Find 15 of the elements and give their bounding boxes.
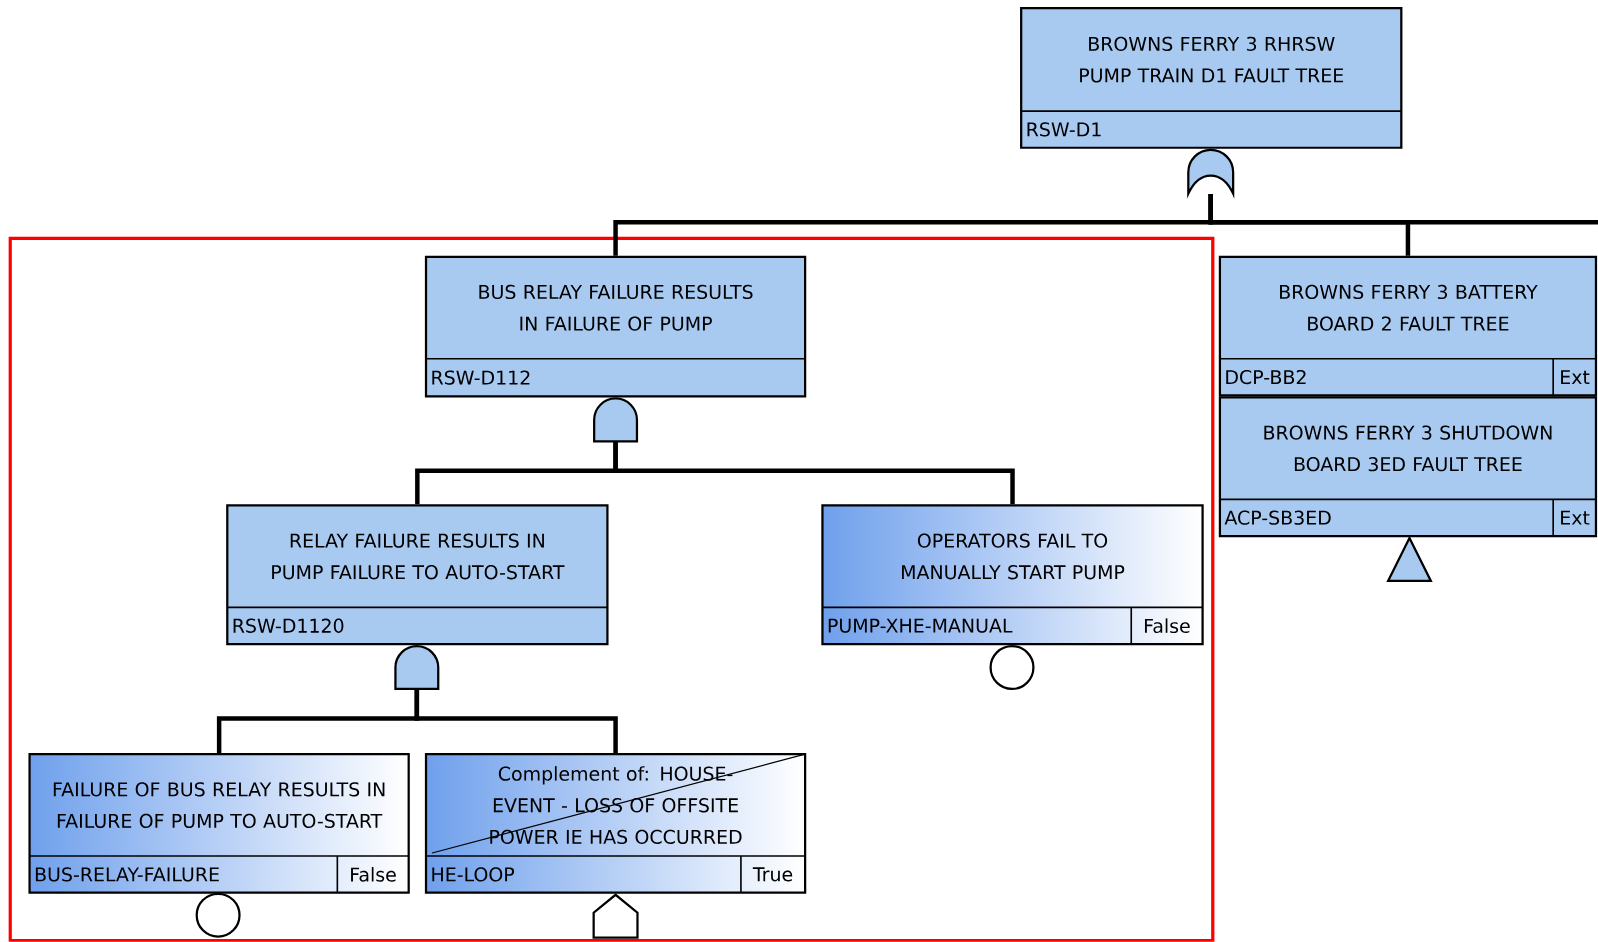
event-box: BROWNS FERRY 3 BATTERY BOARD 2 FAULT TREE DCP-BB2 Ext: [1218, 255, 1598, 397]
connector-line: [414, 689, 618, 754]
and-gate: [394, 645, 440, 691]
connector-line: [1208, 194, 1598, 225]
connector-line: [613, 441, 1015, 505]
event-box: BROWNS FERRY 3 RHRSW PUMP TRAIN D1 FAULT TREE RSW-D1: [1020, 7, 1403, 150]
basic-event-circle: [989, 645, 1035, 691]
event-box: FAILURE OF BUS RELAY RESULTS IN FAILURE OF PUMP TO AUTO-START BUS-RELAY-FAILURE False: [28, 753, 410, 895]
house-event-symbol: [592, 893, 639, 939]
event-box: BROWNS FERRY 3 SHUTDOWN BOARD 3ED FAULT TREE ACP-SB3ED Ext: [1218, 396, 1598, 538]
basic-event-circle: [195, 892, 241, 938]
event-box: BUS RELAY FAILURE RESULTS IN FAILURE OF PUMP RSW-D112: [424, 255, 807, 398]
event-box: OPERATORS FAIL TO MANUALLY START PUMP PUMP-XHE-MANUAL False: [821, 504, 1204, 646]
event-box: RELAY FAILURE RESULTS IN PUMP FAILURE TO AUTO-START RSW-D1120: [226, 504, 609, 646]
and-gate: [593, 397, 639, 443]
